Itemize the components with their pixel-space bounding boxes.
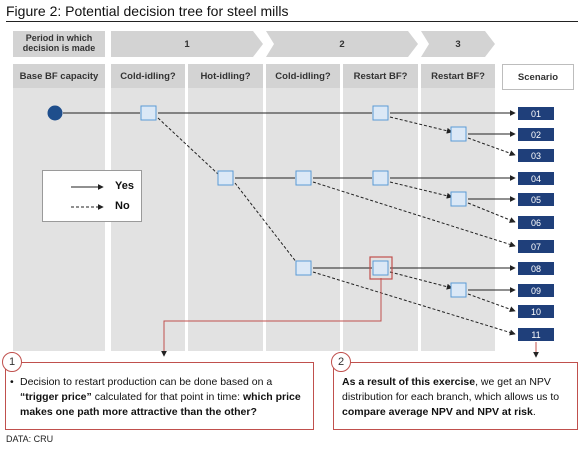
callout-connectors <box>161 278 539 358</box>
yes-edges <box>63 110 516 293</box>
node-restart-low <box>372 260 389 276</box>
callout-1-badge: 1 <box>2 352 22 372</box>
edge-restart-low-to-r2 <box>389 271 453 290</box>
node-cold-idling-2 <box>295 170 312 186</box>
scenario-03: 03 <box>518 149 554 162</box>
edge-cold-low-to-11 <box>312 271 516 336</box>
edge-r2-mid-to-06 <box>467 202 516 223</box>
node-restart-top <box>372 105 389 121</box>
callout-npv-distribution: As a result of this exercise, we get an … <box>333 362 578 430</box>
scenario-10: 10 <box>518 305 554 318</box>
scenario-header: Scenario <box>502 64 574 90</box>
callout-trigger-price: • Decision to restart production can be … <box>5 362 314 430</box>
column-header-restart-bf-1: Restart BF? <box>343 64 418 88</box>
scenario-08: 08 <box>518 262 554 275</box>
no-edges <box>157 116 516 336</box>
legend-yes-label: Yes <box>115 180 134 192</box>
node-cold-idling-1 <box>140 105 157 121</box>
legend-lines <box>71 184 104 210</box>
node-restart-mid <box>372 170 389 186</box>
scenario-05: 05 <box>518 193 554 206</box>
column-bg-cold-idling-2 <box>266 64 340 351</box>
column-header-restart-bf-2: Restart BF? <box>421 64 495 88</box>
connector-to-callout-1 <box>161 278 382 357</box>
callout-2-emphasis: As a result of this exercise <box>342 376 476 388</box>
edge-a-to-hot <box>157 117 219 175</box>
callout-1-text: • Decision to restart production can be … <box>10 375 310 421</box>
scenario-02: 02 <box>518 128 554 141</box>
edge-cold-to-07 <box>312 181 516 248</box>
column-header-hot-idling: Hot-idling? <box>188 64 263 88</box>
edge-restart-top-to-r2 <box>389 116 453 134</box>
decision-nodes <box>140 105 467 298</box>
node-restart2-low <box>450 282 467 298</box>
callout-1-text-part: calculated for that point in time: <box>91 391 243 404</box>
period-1: 1 <box>111 31 263 57</box>
node-hot-idling <box>217 170 234 186</box>
callout-1-question: which price makes one path more attracti… <box>20 391 301 419</box>
scenario-06: 06 <box>518 216 554 229</box>
period-label: Period in which decision is made <box>13 31 105 57</box>
scenario-09: 09 <box>518 284 554 297</box>
scenario-01: 01 <box>518 107 554 120</box>
legend-no-label: No <box>115 200 130 212</box>
node-restart2-top <box>450 126 467 142</box>
node-restart2-mid <box>450 191 467 207</box>
source-note: DATA: CRU <box>6 434 54 444</box>
legend: Yes No <box>42 170 142 222</box>
callout-2-text-part: , we get an NPV distribution for each br… <box>342 376 560 404</box>
edge-r2-top-to-03 <box>467 137 516 157</box>
scenario-11: 11 <box>518 328 554 341</box>
scenario-07: 07 <box>518 240 554 253</box>
column-header-base-bf: Base BF capacity <box>13 64 105 88</box>
callout-1-trigger-price: “trigger price” <box>20 391 92 404</box>
column-bg-restart-2 <box>421 64 495 351</box>
bullet: • <box>10 376 14 388</box>
title-rule <box>6 21 578 22</box>
callout-2-text: As a result of this exercise, we get an … <box>342 375 574 421</box>
start-node <box>47 105 63 121</box>
edge-restart-mid-to-r2 <box>389 181 453 199</box>
callout-1-text-part: Decision to restart production can be do… <box>20 376 273 388</box>
callout-2-period: . <box>532 406 536 419</box>
edge-hot-to-cold-low <box>234 182 298 264</box>
edge-r2-low-to-10 <box>467 293 516 313</box>
scenario-04: 04 <box>518 172 554 185</box>
period-3: 3 <box>421 31 495 57</box>
figure-title: Figure 2: Potential decision tree for st… <box>6 3 289 19</box>
column-header-cold-idling-2: Cold-idling? <box>266 64 340 88</box>
callout-2-badge: 2 <box>331 352 351 372</box>
callout-2-compare: compare average NPV and NPV at risk <box>342 406 533 419</box>
highlight-node-box <box>369 256 393 280</box>
column-bg-hot-idling <box>188 64 263 351</box>
node-cold-idling-3 <box>295 260 312 276</box>
column-header-cold-idling-1: Cold-idling? <box>111 64 185 88</box>
period-2: 2 <box>266 31 418 57</box>
